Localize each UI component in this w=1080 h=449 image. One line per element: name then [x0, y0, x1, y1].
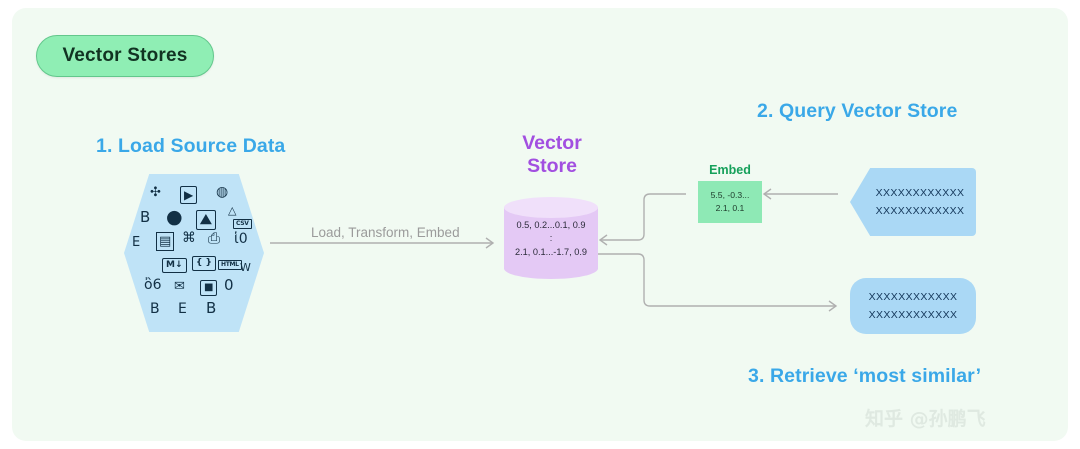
csv-file-icon: CSV	[233, 219, 252, 229]
evernote-icon: ■	[200, 280, 217, 296]
database-file-icon: ▤	[156, 232, 174, 251]
twitter-icon: ὂ6	[144, 278, 161, 292]
vector-stores-title-pill: Vector Stores	[36, 35, 214, 77]
discord-icon: ◍	[216, 185, 228, 199]
query-to-embed-arrow	[764, 189, 838, 199]
globe-icon: ἱ0	[234, 232, 248, 246]
youtube-icon: ▶	[180, 186, 197, 204]
step-2-heading: 2. Query Vector Store	[757, 100, 957, 123]
embed-row: 5.5, -0.3...	[711, 189, 750, 202]
github-icon: ●	[166, 208, 183, 227]
retrieved-result-shape: XXXXXXXXXXXX XXXXXXXXXXXX	[850, 278, 976, 334]
cylinder-top-ellipse	[504, 197, 598, 218]
source-icon-cloud: ✣▶◍὜B●⛰△CSV὜E▤⌘⎙ἱ0M↓{ }HTMLWὂ6✉■὜0὜B὜E὜B	[124, 174, 264, 332]
doc-icon-1: ὜B	[150, 302, 160, 316]
markdown-icon: M↓	[162, 258, 187, 273]
step-1-heading: 1. Load Source Data	[96, 135, 285, 158]
doc-icon-2: ὜E	[178, 302, 187, 316]
query-input-shape: XXXXXXXXXXXX XXXXXXXXXXXX	[850, 168, 976, 236]
diagram-panel: Vector Stores 1. Load Source Data 2. Que…	[12, 8, 1068, 441]
vector-store-cylinder: 0.5, 0.2...0.1, 0.9 : 2.1, 0.1...-1.7, 0…	[504, 197, 598, 279]
folder-icon: ὜0	[224, 278, 234, 293]
slack-icon: ✣	[150, 186, 161, 199]
doc-icon-3: ὜B	[206, 301, 216, 316]
file-icon: ὜B	[140, 210, 150, 225]
load-arrow-icon	[270, 236, 502, 250]
printer-icon: ⎙	[208, 231, 220, 246]
retrieve-row: XXXXXXXXXXXX	[869, 306, 958, 324]
document-icon: ὜E	[132, 236, 140, 249]
cylinder-row: 2.1, 0.1...-1.7, 0.9	[504, 246, 598, 259]
google-drive-icon: △	[228, 205, 236, 216]
image-icon: ⛰	[196, 210, 216, 230]
retrieve-row: XXXXXXXXXXXX	[869, 288, 958, 306]
vector-store-title-line2: Store	[500, 155, 604, 178]
email-icon: ✉	[174, 280, 185, 293]
code-file-icon: { }	[192, 256, 216, 271]
query-row: XXXXXXXXXXXX	[876, 184, 965, 202]
cylinder-row: 0.5, 0.2...0.1, 0.9	[504, 219, 598, 232]
embed-label: Embed	[698, 163, 762, 177]
html-icon: HTML	[218, 260, 242, 270]
step-3-heading: 3. Retrieve ‘most similar’	[748, 365, 981, 388]
vector-store-title-line1: Vector	[500, 132, 604, 155]
cylinder-row: :	[504, 232, 598, 245]
embed-box: 5.5, -0.3... 2.1, 0.1	[698, 181, 762, 223]
wikipedia-icon: W	[240, 262, 251, 273]
cylinder-vector-rows: 0.5, 0.2...0.1, 0.9 : 2.1, 0.1...-1.7, 0…	[504, 219, 598, 259]
query-row: XXXXXXXXXXXX	[876, 202, 965, 220]
figma-icon: ⌘	[182, 231, 196, 245]
vector-store-title: Vector Store	[500, 132, 604, 178]
watermark: 知乎 @孙鹏飞	[865, 404, 986, 431]
embed-to-store-arrow	[600, 194, 686, 245]
store-to-retrieve-arrow	[598, 254, 836, 311]
embed-row: 2.1, 0.1	[716, 202, 745, 215]
title-pill-label: Vector Stores	[62, 45, 187, 67]
